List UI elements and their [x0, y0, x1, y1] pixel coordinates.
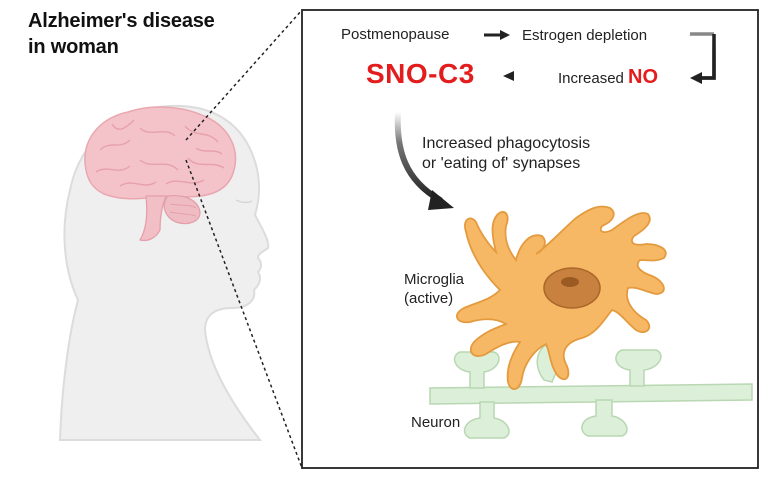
- brain-icon: [84, 106, 237, 242]
- label-increased-no: Increased NO: [558, 66, 658, 89]
- page-title: Alzheimer's disease in woman: [28, 8, 215, 60]
- arrow-sno-c3-to-microglia: [394, 109, 454, 210]
- title-line-2: in woman: [28, 36, 119, 58]
- label-estrogen-depletion: Estrogen depletion: [522, 27, 648, 44]
- label-effect-line-1: Increased phagocytosis: [422, 135, 591, 152]
- label-increased-prefix: Increased: [558, 70, 624, 87]
- neuron-illustration: [429, 344, 753, 439]
- microglia-nucleus: [543, 267, 601, 309]
- label-no-highlight: NO: [628, 66, 659, 88]
- microglia-illustration: [456, 205, 667, 390]
- label-effect-line-2: or 'eating of' synapses: [422, 155, 581, 172]
- label-neuron: Neuron: [411, 414, 461, 431]
- label-microglia-line-1: Microglia: [404, 271, 465, 288]
- label-effect: Increased phagocytosis or 'eating of' sy…: [422, 134, 590, 174]
- label-microglia-line-2: (active): [404, 290, 454, 307]
- zoom-lines: [185, 9, 303, 469]
- title-line-1: Alzheimer's disease: [28, 10, 215, 32]
- arrow-estrogen-to-no: [688, 32, 716, 84]
- label-postmenopause: Postmenopause: [341, 26, 450, 43]
- label-sno-c3: SNO-C3: [366, 58, 475, 89]
- arrow-postmenopause-to-estrogen: [484, 30, 510, 40]
- label-microglia: Microglia (active): [404, 270, 464, 308]
- arrow-no-to-sno-c3: [503, 71, 546, 81]
